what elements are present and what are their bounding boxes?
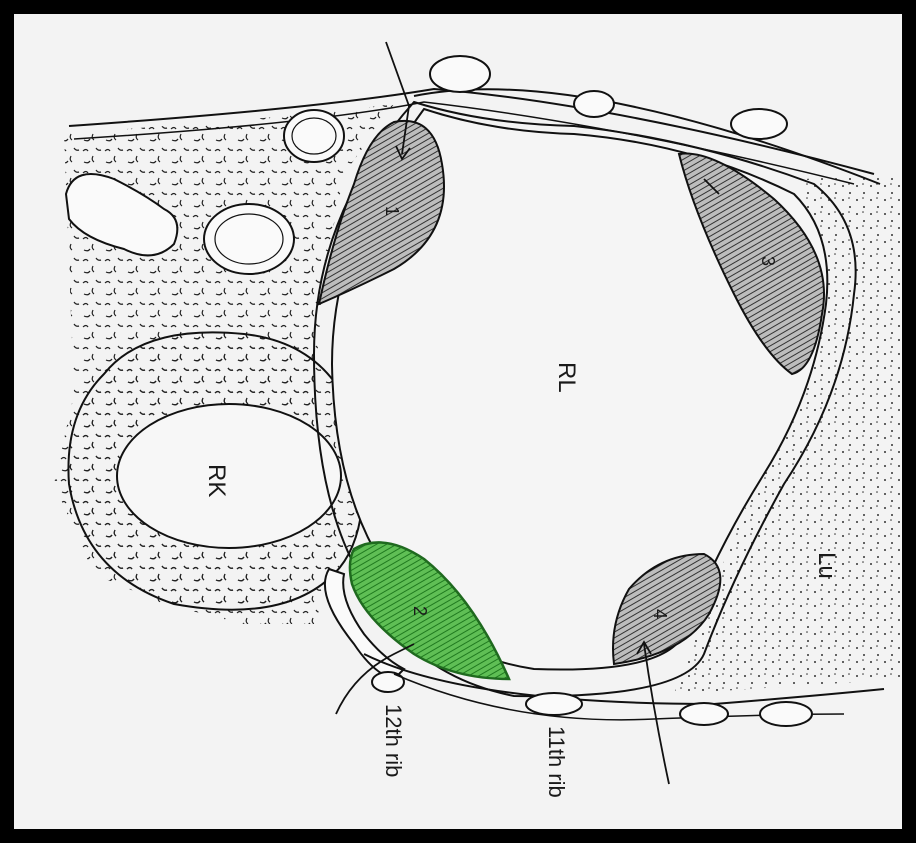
label-liver: Lu (813, 552, 840, 579)
label-11th-rib: 11th rib (544, 726, 569, 798)
label-region-2: 2 (410, 606, 430, 616)
label-right-lung: RL (553, 362, 580, 393)
label-12th-rib: 12th rib (381, 704, 406, 777)
rib-section-top-1 (430, 56, 490, 92)
diagram-frame: RL RK Lu 12th rib 11th rib 1 2 3 4 (14, 14, 902, 829)
label-right-kidney: RK (203, 464, 230, 497)
label-region-4: 4 (650, 609, 670, 619)
rib-11 (526, 693, 582, 715)
rib-section-top-2 (574, 91, 614, 117)
label-region-1: 1 (382, 206, 402, 216)
needle-path-4 (644, 644, 669, 784)
label-region-3: 3 (758, 256, 778, 266)
anatomy-diagram: RL RK Lu 12th rib 11th rib 1 2 3 4 (14, 14, 902, 829)
rib-section-top-3 (731, 109, 787, 139)
